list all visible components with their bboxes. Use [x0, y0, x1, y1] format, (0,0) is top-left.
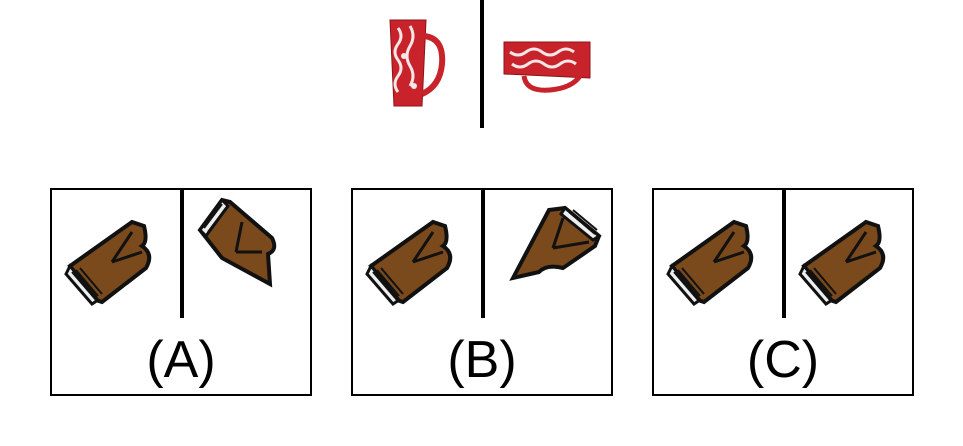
option-b-label: (B): [447, 331, 517, 389]
piano-image: [796, 212, 906, 308]
reference-divider: [480, 0, 484, 128]
mug-rotated-image: [500, 34, 596, 96]
mug-upright-image: [384, 16, 448, 112]
piano-rotated-image: [192, 192, 302, 288]
option-a[interactable]: (A): [50, 188, 312, 396]
option-c-label: (C): [746, 331, 820, 389]
piano-image: [62, 212, 172, 308]
piano-image: [664, 212, 774, 308]
piano-image: [363, 212, 473, 308]
option-a-divider: [180, 190, 184, 318]
option-a-label: (A): [146, 331, 216, 389]
option-b[interactable]: (B): [351, 188, 613, 396]
option-c[interactable]: (C): [652, 188, 914, 396]
option-c-divider: [782, 190, 786, 318]
option-b-divider: [481, 190, 485, 318]
piano-rotated-image: [503, 198, 613, 290]
